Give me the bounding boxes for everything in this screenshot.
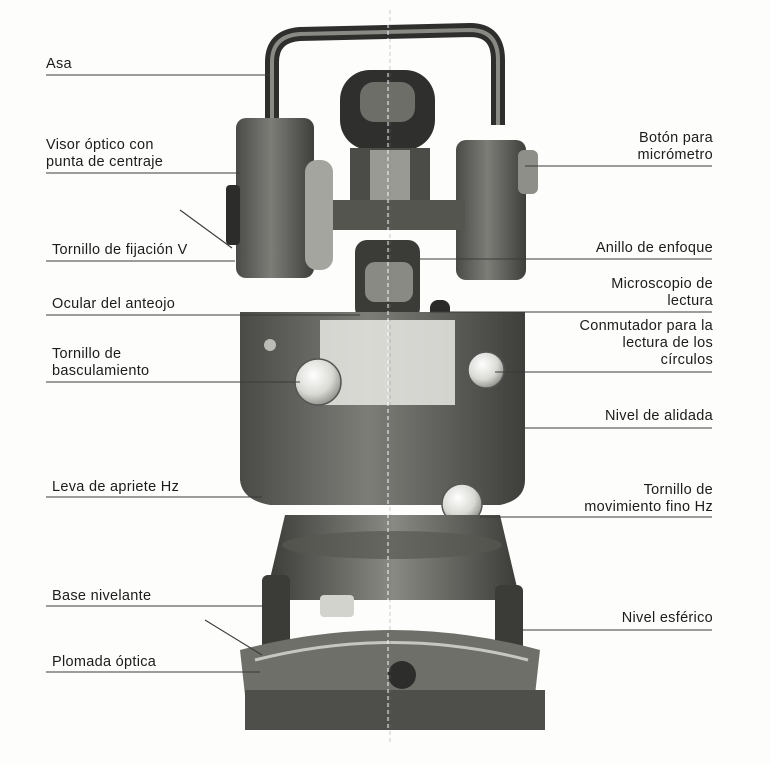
label-line: Plomada óptica [52, 654, 157, 670]
leader-lines-left [46, 74, 360, 673]
label-line: Microscopio de [611, 276, 713, 292]
label-line: Tornillo de fijación V [52, 242, 188, 258]
label-visor: Visor óptico con punta de centraje [46, 137, 163, 171]
label-conmutador: Conmutador para la lectura de los círcul… [579, 318, 713, 369]
leader-lines-right [420, 165, 712, 631]
label-line: lectura de los [622, 335, 713, 351]
label-nivel-esferico: Nivel esférico [622, 610, 713, 627]
label-line: Nivel esférico [621, 610, 713, 626]
label-line: movimiento fino Hz [584, 499, 713, 515]
label-line: basculamiento [52, 363, 150, 379]
label-leva: Leva de apriete Hz [52, 479, 179, 496]
label-line: Visor óptico con [46, 137, 154, 153]
label-line: Ocular del anteojo [52, 296, 176, 312]
label-boton: Botón para micrómetro [637, 130, 713, 164]
label-line: Asa [46, 56, 72, 72]
label-line: punta de centraje [46, 154, 164, 170]
label-line: Tornillo de [52, 346, 122, 362]
label-line: micrómetro [637, 147, 713, 163]
label-tornillo-fino: Tornillo de movimiento fino Hz [584, 482, 713, 516]
label-line: círculos [660, 352, 713, 368]
label-microscopio: Microscopio de lectura [611, 276, 713, 310]
label-ocular: Ocular del anteojo [52, 296, 175, 313]
label-asa: Asa [46, 56, 72, 73]
label-line: lectura [667, 293, 713, 309]
label-line: Nivel de alidada [605, 408, 713, 424]
label-tornillo-fijacion: Tornillo de fijación V [52, 242, 188, 259]
label-anillo: Anillo de enfoque [596, 240, 713, 257]
label-line: Conmutador para la [579, 318, 713, 334]
label-plomada: Plomada óptica [52, 654, 156, 671]
label-line: Anillo de enfoque [595, 240, 713, 256]
label-line: Tornillo de [643, 482, 713, 498]
label-line: Base nivelante [52, 588, 152, 604]
label-line: Botón para [639, 130, 713, 146]
label-base: Base nivelante [52, 588, 151, 605]
label-nivel-alidada: Nivel de alidada [605, 408, 713, 425]
label-tornillo-basculamiento: Tornillo de basculamiento [52, 346, 149, 380]
label-line: Leva de apriete Hz [52, 479, 180, 495]
